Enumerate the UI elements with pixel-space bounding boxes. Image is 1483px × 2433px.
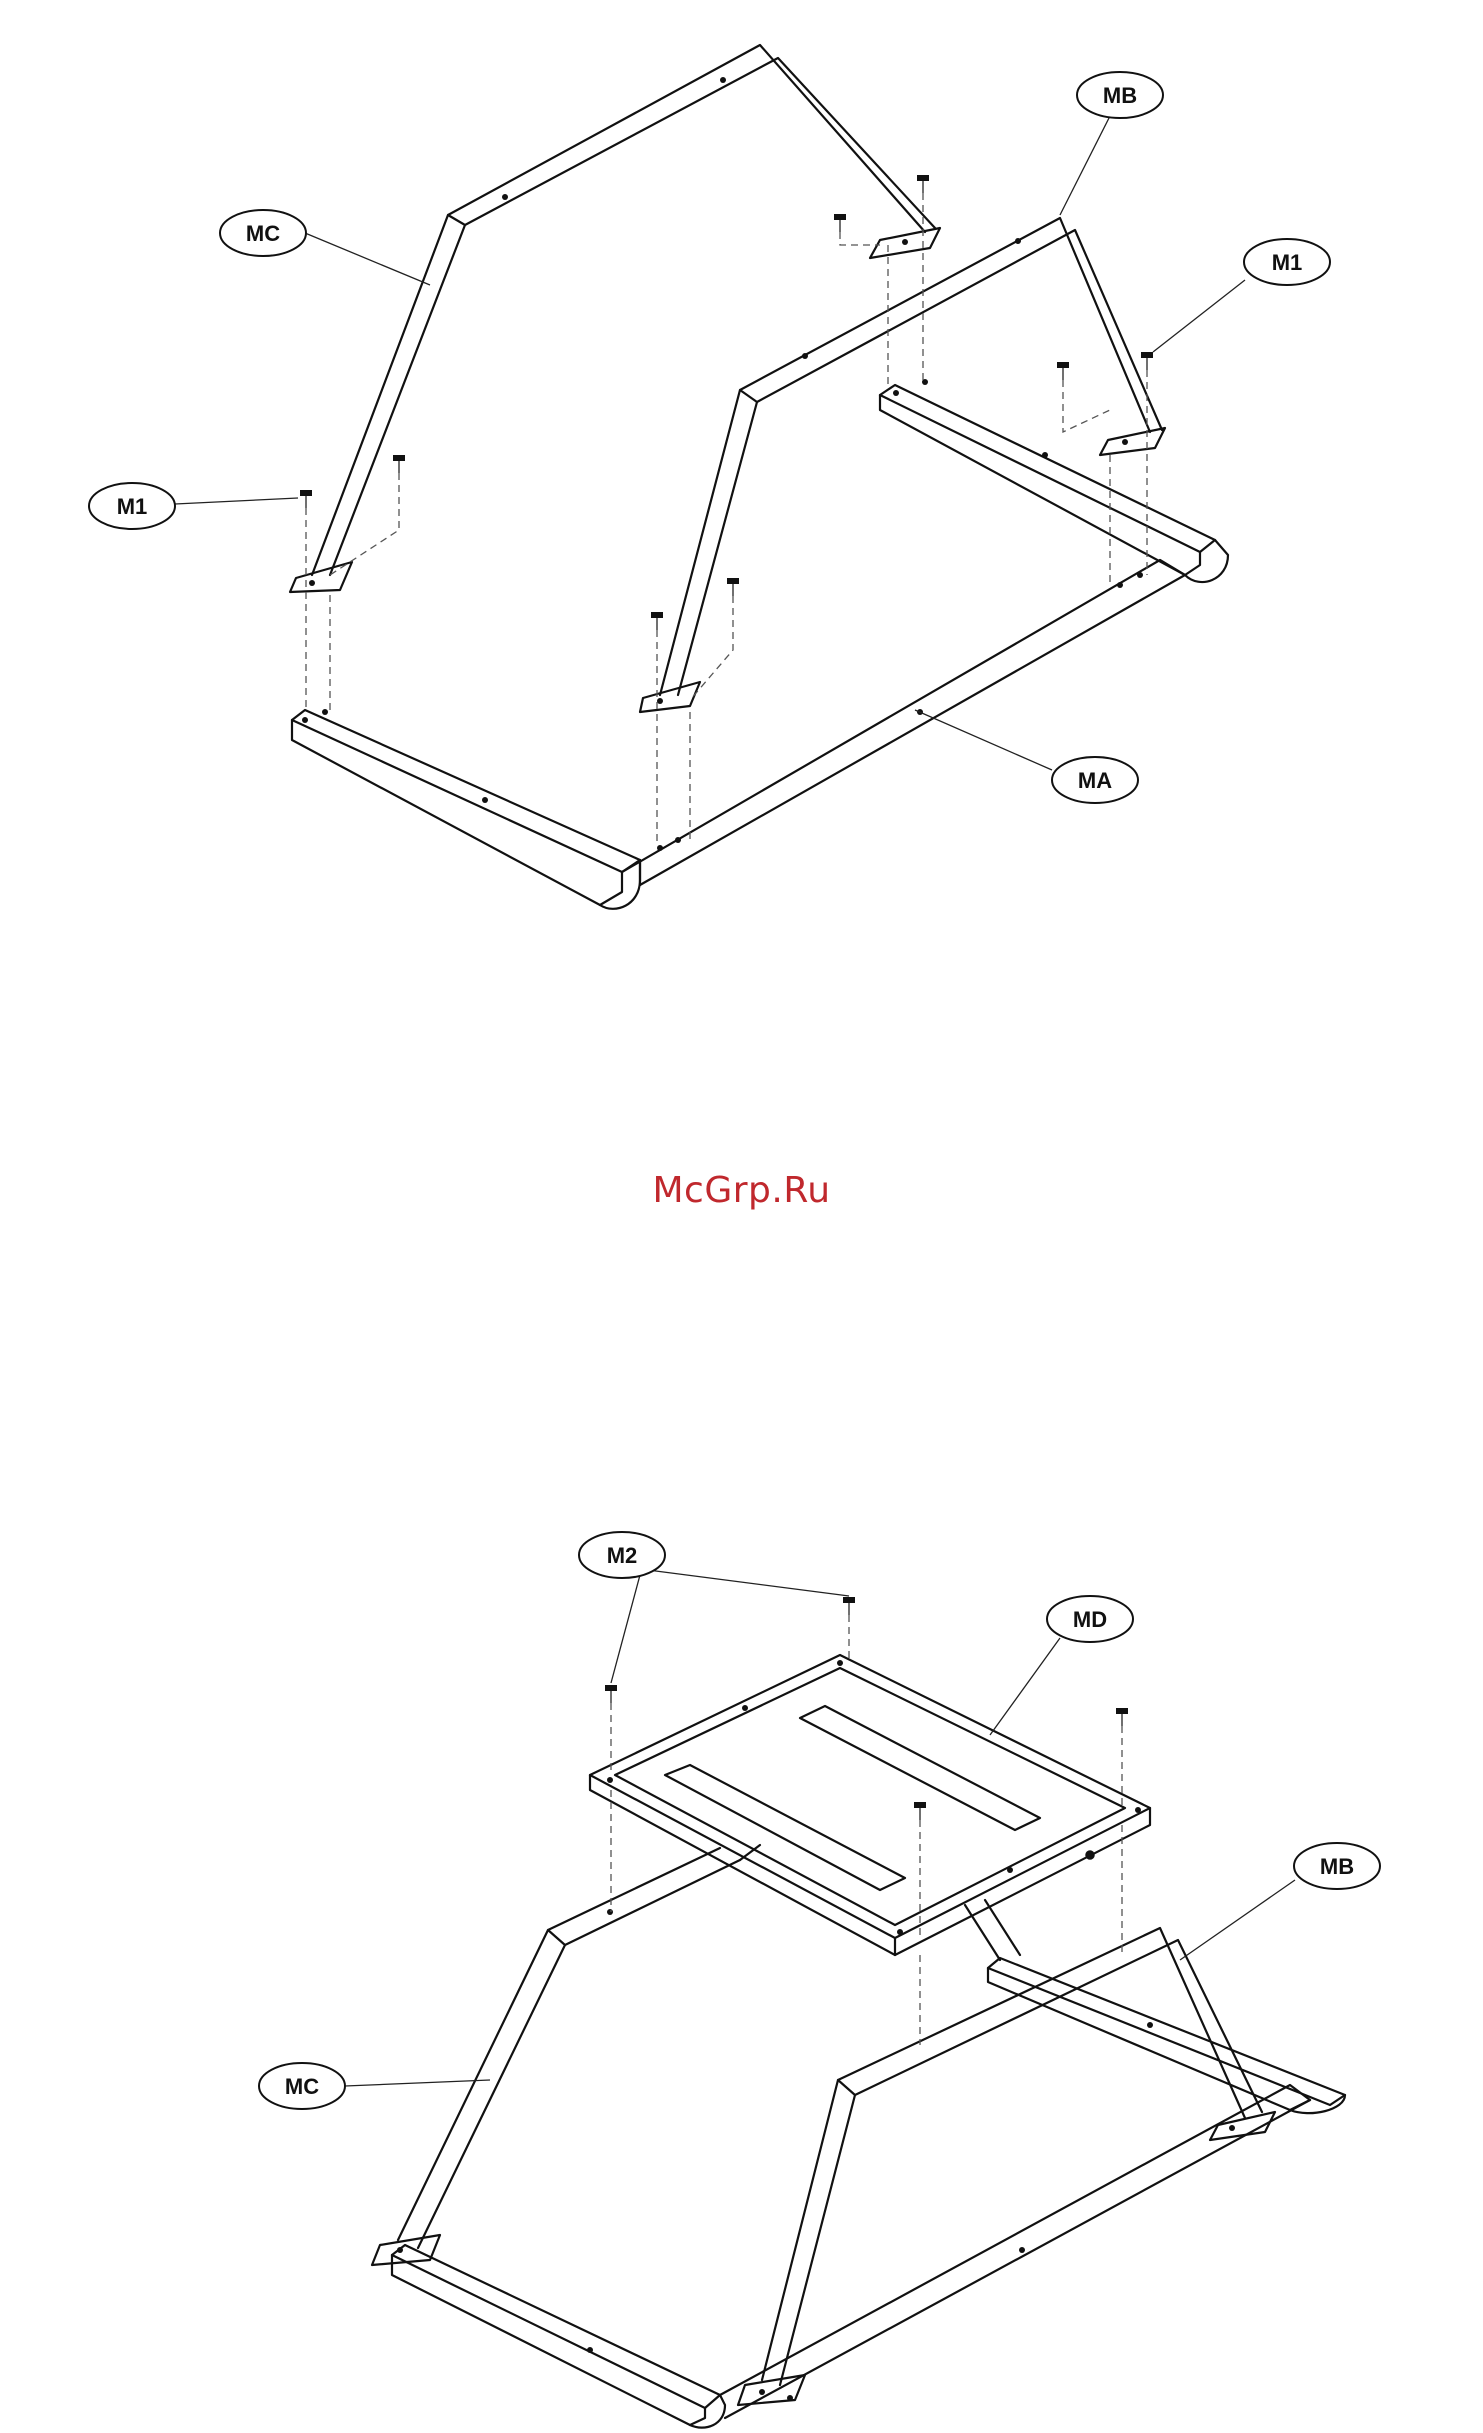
svg-text:MC: MC [285,2074,319,2099]
diagram-1-frame-assembly: MC MB M1 M1 MA [89,45,1330,909]
callout-mc-lower: MC [259,2063,490,2109]
callout-mb-lower: MB [1180,1843,1380,1960]
frame-mc [290,45,940,592]
callout-m2: M2 [579,1532,849,1683]
callout-mc: MC [220,210,430,285]
screw-icon [1141,352,1153,370]
diagram-2-top-assembly: M2 MD MB MC [259,1532,1380,2428]
base-long-rail [622,560,1185,885]
svg-text:MA: MA [1078,768,1112,793]
base-back-rail [880,379,1228,582]
svg-text:M1: M1 [117,494,148,519]
platform-md [590,1655,1150,1955]
callout-ma: MA [915,710,1138,803]
screw-icon [393,455,405,473]
frame-mb-lower [738,1928,1275,2405]
callout-md: MD [990,1596,1133,1735]
screw-icon [843,1597,855,1615]
screw-icon [605,1685,617,1703]
screw-icon [917,175,929,193]
frame-mc-lower [372,1848,740,2265]
center-strut [740,1845,1020,1960]
callout-m1-left: M1 [89,483,298,529]
frame-mb [640,218,1165,712]
screw-icon [914,1802,926,1820]
screws-m1 [300,175,1153,630]
callout-m1-right: M1 [1153,239,1330,352]
screw-icon [727,578,739,596]
screw-icon [834,214,846,232]
screw-icon [1116,1708,1128,1726]
svg-text:MB: MB [1103,83,1137,108]
watermark: McGrp.Ru [0,1170,1483,1211]
base-front-rail [292,709,640,909]
svg-text:MB: MB [1320,1854,1354,1879]
callout-mb: MB [1060,72,1163,215]
screw-icon [1057,362,1069,380]
screw-icon [300,490,312,508]
svg-text:MD: MD [1073,1607,1107,1632]
svg-text:M1: M1 [1272,250,1303,275]
screw-icon [651,612,663,630]
alignment-lines-lower [611,1615,1122,2045]
base-rails-lower [392,1958,1345,2428]
screws-m2 [605,1597,1128,1820]
svg-text:M2: M2 [607,1543,638,1568]
svg-text:MC: MC [246,221,280,246]
